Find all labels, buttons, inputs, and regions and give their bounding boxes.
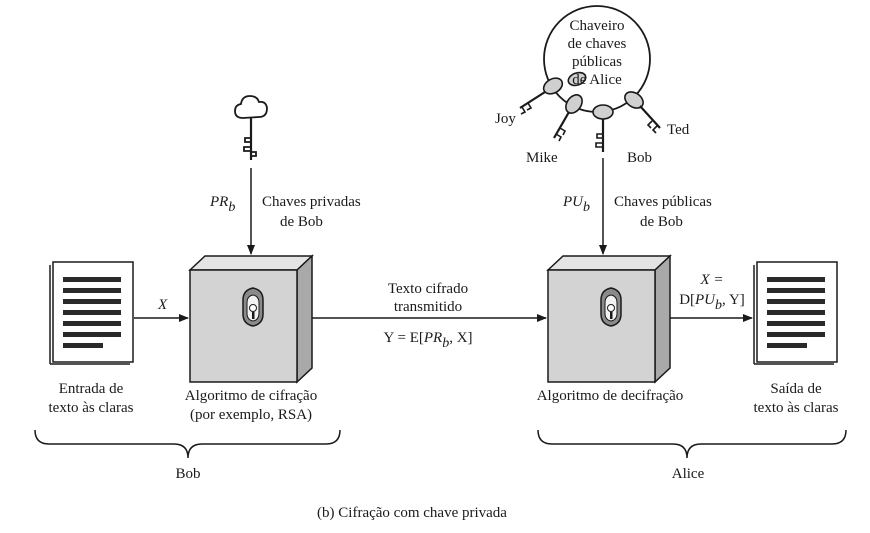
private-key-icon (234, 95, 268, 160)
ciphertext-formula: Y = E[PRb, X] (383, 330, 472, 351)
plaintext-input-document (49, 261, 134, 365)
output-x-label: X = (699, 272, 723, 288)
encryption-algorithm-box (188, 254, 314, 384)
plaintext-input-label-line1: Entrada de (59, 381, 124, 397)
bob-group-brace (34, 429, 341, 459)
keyring-extra-key-icon (567, 71, 587, 87)
decryption-algorithm-box (546, 254, 672, 384)
plaintext-output-label-line1: Saída de (770, 381, 822, 397)
plaintext-output-document (753, 261, 838, 365)
private-keys-label-line2: de Bob (280, 214, 323, 230)
transmitted-label-line1: Texto cifrado (388, 281, 468, 297)
input-x-label: X (157, 297, 168, 313)
keyring-label-line4: de Alice (572, 72, 622, 88)
private-key-symbol: PRb (209, 194, 235, 215)
keyring-label-line3: públicas (572, 54, 622, 70)
encryption-algorithm-label-line2: (por exemplo, RSA) (190, 407, 312, 423)
keyring-label-line1: Chaveiro (570, 18, 625, 34)
key-bob-icon (592, 104, 614, 152)
bob-group-label: Bob (175, 466, 200, 482)
encryption-algorithm-label-line1: Algoritmo de cifração (185, 388, 317, 404)
plaintext-output-label-line2: texto às claras (754, 400, 839, 416)
alice-group-brace (537, 429, 847, 459)
alice-group-label: Alice (672, 466, 705, 482)
transmitted-label-line2: transmitido (394, 299, 462, 315)
public-key-symbol: PUb (562, 194, 590, 215)
key-ted-icon (624, 91, 661, 134)
lock-icon (600, 287, 622, 327)
private-keys-label-line1: Chaves privadas (262, 194, 361, 210)
decryption-algorithm-label: Algoritmo de decifração (537, 388, 684, 404)
key-joy-icon (519, 77, 564, 115)
plaintext-input-label-line2: texto às claras (49, 400, 134, 416)
key-name-mike: Mike (526, 150, 558, 166)
decrypt-formula: D[PUb, Y] (679, 292, 745, 313)
key-name-bob: Bob (627, 150, 652, 166)
lock-icon (242, 287, 264, 327)
key-name-joy: Joy (495, 111, 516, 127)
keyring-label-line2: de chaves (568, 36, 627, 52)
key-mike-icon (553, 94, 583, 142)
public-keys-label-line2: de Bob (640, 214, 683, 230)
public-keys-label-line1: Chaves públicas (614, 194, 712, 210)
figure-caption: (b) Cifração com chave privada (317, 505, 507, 521)
key-name-ted: Ted (667, 122, 690, 138)
